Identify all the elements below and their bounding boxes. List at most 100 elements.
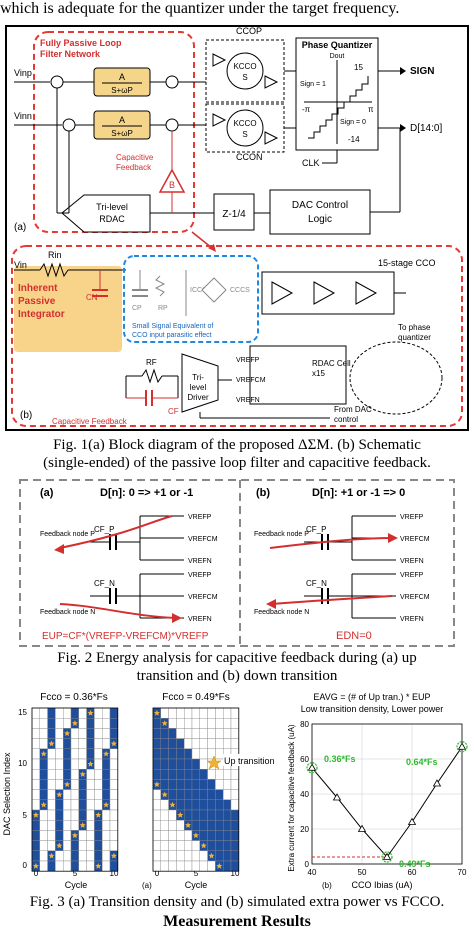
grid-cell: [168, 768, 177, 780]
grid-cell: [222, 738, 232, 749]
up-transition-star: [103, 801, 110, 808]
vinp-label: Vinp: [14, 68, 32, 78]
grid-cell: [31, 728, 41, 739]
section-heading: Measurement Results: [163, 913, 311, 930]
grid-cell: [160, 830, 169, 841]
grid-cell: [63, 830, 72, 841]
grid-cell: [78, 860, 87, 872]
grid-cell: [222, 860, 232, 872]
up-transition-star: [185, 822, 192, 828]
grid-cell: [191, 707, 201, 719]
grid-cell: [191, 799, 201, 811]
grid-cell: [191, 728, 201, 739]
grid-cell: [230, 830, 240, 841]
fig2b-cfn: CF_N: [306, 579, 327, 588]
fig3-caption: Fig. 3 (a) Transition density and (b) si…: [29, 894, 445, 910]
grid-cell: [199, 718, 208, 729]
d-output: D[14:0]: [410, 123, 442, 134]
grid-cell: [199, 789, 208, 800]
up-transition-star: [177, 811, 184, 818]
grid-cell: [168, 707, 177, 719]
grid1-xlabel: Cycle: [65, 880, 88, 890]
grid-cell: [55, 748, 64, 760]
grid-cell: [152, 748, 162, 760]
figure-2: (a) D[n]: 0 => +1 or -1 (b) D[n]: +1 or …: [19, 479, 455, 647]
from-dac-line1: From DAC: [334, 405, 372, 414]
grid-cell: [152, 850, 162, 862]
grid-cell: [94, 840, 103, 852]
grid-cell: [222, 819, 232, 831]
rdac-cell-line2: x15: [312, 369, 325, 378]
grid-cell: [31, 768, 41, 780]
grid-cell: [230, 707, 240, 719]
grid-cell: [176, 789, 185, 800]
fig2a-title: D[n]: 0 => +1 or -1: [100, 487, 193, 499]
up-transition-star: [216, 862, 223, 869]
grid-cell: [63, 768, 72, 780]
sum-node-p1: [50, 75, 64, 89]
grid-cell: [199, 758, 208, 770]
grid-cell: [183, 758, 193, 770]
grid-cell: [47, 758, 56, 770]
grid-cell: [168, 830, 177, 841]
driver-line1: Tri-: [192, 373, 204, 382]
fig2a-label: (a): [40, 487, 54, 499]
rdac-cell-block: [249, 345, 347, 405]
grid2-xlabel: Cycle: [185, 880, 208, 890]
grid-cell: [78, 799, 87, 811]
transition-grid-049: [152, 707, 240, 872]
rp-label: RP: [158, 305, 168, 312]
rf-label: RF: [146, 358, 157, 367]
grid-cell: [86, 860, 95, 872]
grid-cell: [160, 728, 169, 739]
icco-label: ICCO: [190, 287, 208, 294]
driver-line3: Driver: [187, 393, 209, 402]
fig2a-vrefn-2: VREFN: [188, 616, 212, 623]
grid-cell: [39, 860, 48, 872]
grid-cell: [222, 799, 232, 811]
up-transition-star: [103, 750, 110, 757]
grid-cell: [70, 707, 80, 719]
grid-cell: [31, 758, 41, 770]
grid-cell: [94, 718, 103, 729]
grid-cell: [86, 718, 95, 729]
grid-cell: [109, 860, 119, 872]
vrefp-label: VREFP: [236, 357, 260, 364]
grid-cell: [109, 840, 119, 852]
fig1b-panel-label: (b): [20, 410, 32, 421]
grid-cell: [39, 707, 48, 719]
grid-cell: [94, 850, 103, 862]
sum-node-n2: [165, 118, 179, 132]
inherent-line2: Passive: [18, 296, 56, 307]
sum-node-p2: [165, 75, 179, 89]
grid-cell: [207, 738, 216, 749]
grid-cell: [215, 718, 224, 729]
grid-border: [31, 707, 119, 872]
up-transition-star: [56, 791, 63, 798]
grid-cell: [183, 840, 193, 852]
sign-output: SIGN: [410, 66, 434, 77]
up-transition-star: [192, 832, 199, 839]
grid-cell: [78, 830, 87, 841]
fig2a-vrefp-2: VREFP: [188, 572, 212, 579]
grid-cell: [78, 840, 87, 852]
grid-cell: [78, 728, 87, 739]
delay-label: Z-1/4: [222, 209, 246, 220]
grid-cell: [191, 819, 201, 831]
chart-x-tick: 60: [408, 868, 417, 877]
grid-cell: [199, 728, 208, 739]
grid-cell: [109, 789, 119, 800]
grid-cell: [176, 779, 185, 790]
grid-cell: [109, 779, 119, 790]
grid-cell: [63, 840, 72, 852]
g2-x-tick-10: 10: [231, 869, 240, 878]
grid-cell: [63, 860, 72, 872]
grid-cell: [215, 779, 224, 790]
up-transition-star: [40, 801, 47, 808]
grid-cell: [152, 819, 162, 831]
grid-cell: [230, 728, 240, 739]
grid-cell: [55, 809, 64, 821]
rp-resistor: [154, 275, 166, 297]
grid-cell: [152, 830, 162, 841]
chart-y-tick: 80: [300, 720, 309, 729]
